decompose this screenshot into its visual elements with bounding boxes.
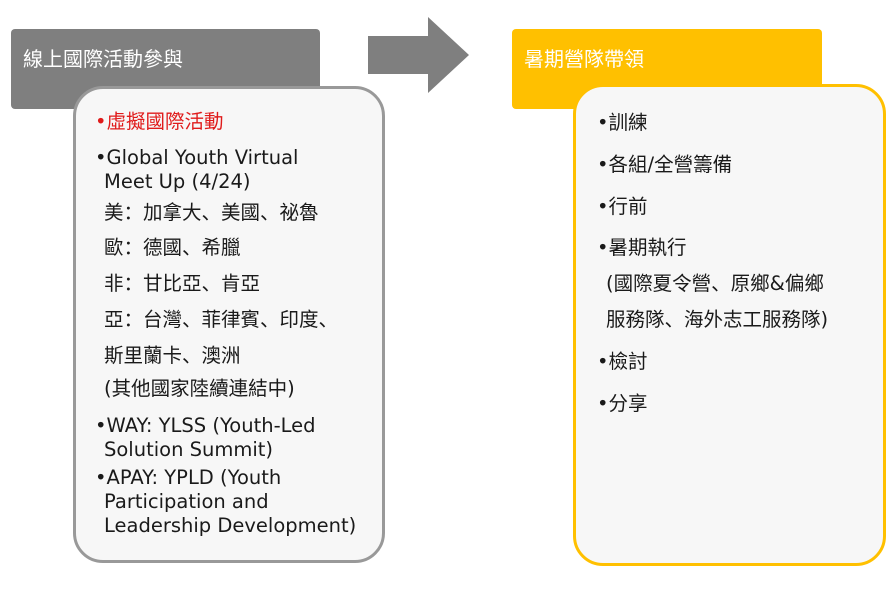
right-header-title: 暑期營隊帶領 [524, 47, 644, 71]
left-header-title: 線上國際活動參與 [23, 47, 183, 71]
country-line-europe: 歐：德國、希臘 [104, 236, 241, 259]
right-arrow-icon [368, 17, 469, 93]
left-panel [73, 86, 385, 563]
list-item-apay-ypld-cont1: Participation and [104, 490, 269, 513]
country-line-americas: 美：加拿大、美國、祕魯 [104, 201, 319, 224]
list-item-summer-execution-detail2: 服務隊、海外志工服務隊) [606, 308, 829, 331]
list-item-apay-ypld-cont2: Leadership Development) [104, 514, 357, 537]
list-item-preparation: •各組/全營籌備 [597, 153, 733, 176]
list-item-summer-execution: •暑期執行 [597, 236, 687, 259]
list-item-training: •訓練 [597, 111, 648, 134]
country-line-asia: 亞：台灣、菲律賓、印度、 [104, 308, 339, 331]
list-item-global-youth: •Global Youth Virtual [95, 146, 299, 169]
country-line-others: (其他國家陸續連結中) [104, 377, 295, 400]
list-item-summer-execution-detail1: (國際夏令營、原鄉&偏鄉 [606, 272, 824, 295]
list-item-review: •檢討 [597, 350, 648, 373]
list-item-global-youth-cont: Meet Up (4/24) [104, 170, 251, 193]
list-item-virtual-events: •虛擬國際活動 [95, 110, 224, 133]
list-item-pre-departure: •行前 [597, 195, 648, 218]
list-item-way-ylss-cont: Solution Summit) [104, 438, 274, 461]
list-item-sharing: •分享 [597, 392, 648, 415]
right-panel [573, 84, 886, 566]
country-line-africa: 非：甘比亞、肯亞 [104, 272, 261, 295]
list-item-apay-ypld: •APAY: YPLD (Youth [95, 466, 282, 489]
list-item-way-ylss: •WAY: YLSS (Youth-Led [95, 414, 316, 437]
country-line-asia-cont: 斯里蘭卡、澳洲 [104, 344, 241, 367]
